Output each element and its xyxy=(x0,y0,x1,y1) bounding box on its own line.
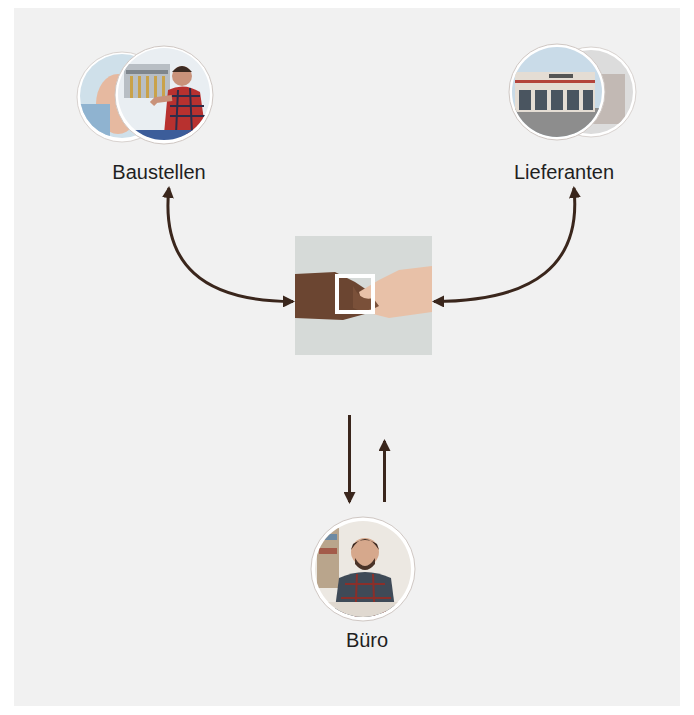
store-photo-circles xyxy=(465,34,655,158)
flow-arrow xyxy=(434,188,575,301)
node-label: Lieferanten xyxy=(465,160,663,184)
node-label: Baustellen xyxy=(60,160,258,184)
flow-arrow xyxy=(383,441,386,502)
site-node: Baustellen xyxy=(60,34,258,184)
flow-arrow xyxy=(348,415,351,502)
office-node: Büro xyxy=(273,514,461,652)
worker-photo-circles xyxy=(60,34,250,158)
partner-node xyxy=(295,236,432,355)
office-photo-circle xyxy=(273,514,453,626)
handshake-photo xyxy=(295,236,432,355)
supplier-node: Lieferanten xyxy=(465,34,663,184)
flow-arrow xyxy=(168,188,293,301)
node-label: Büro xyxy=(273,628,461,652)
